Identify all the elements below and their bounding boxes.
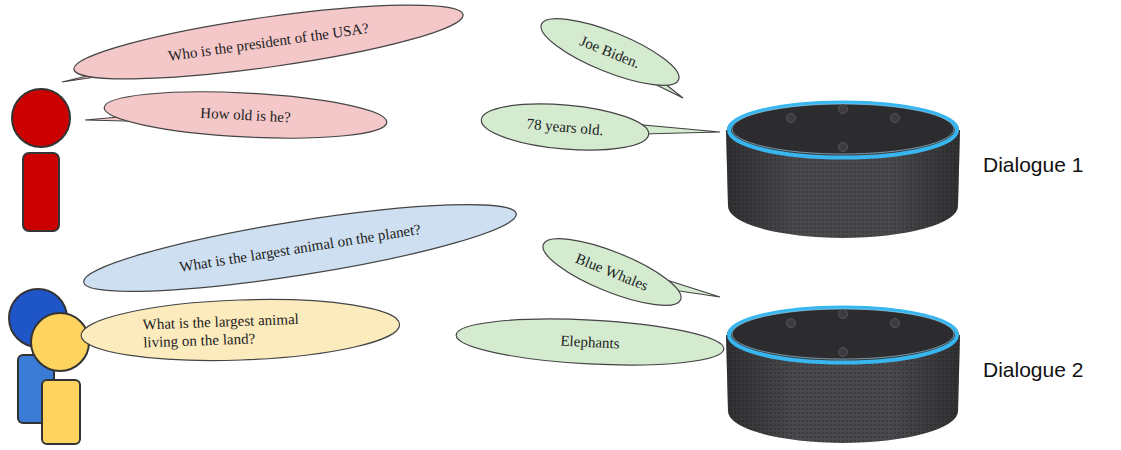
bubble-ellipse xyxy=(455,313,725,371)
blue-yellow-people xyxy=(9,289,89,444)
bubble-ellipse xyxy=(80,294,401,365)
bubble-ellipse xyxy=(536,226,688,319)
bubble-ellipse xyxy=(103,86,388,145)
bubble-ellipse xyxy=(70,0,466,94)
utterance-text: What is the largest animal living on the… xyxy=(142,309,338,352)
bubble-text-group: Elephants xyxy=(560,331,620,352)
red-person xyxy=(12,89,70,231)
bubble-ellipse xyxy=(479,98,650,156)
utterance-text: Elephants xyxy=(560,331,620,352)
speech-bubble: Blue Whales xyxy=(535,224,690,319)
dialogue-label: Dialogue 2 xyxy=(983,358,1083,382)
speech-bubble: 78 years old. xyxy=(478,97,651,158)
bubble-ellipse xyxy=(79,187,520,309)
bubble-text-group: What is the largest animal living on the… xyxy=(142,309,338,352)
speech-bubble: What is the largest animal on the planet… xyxy=(78,186,521,310)
speech-bubble: Elephants xyxy=(454,312,726,372)
smart-speaker xyxy=(726,306,960,443)
bubble-ellipse xyxy=(534,6,686,99)
speech-bubble: What is the largest animal living on the… xyxy=(79,293,402,366)
speech-bubble: Joe Biden. xyxy=(533,4,688,99)
speech-bubble: Who is the president of the USA? xyxy=(69,0,467,95)
smart-speaker xyxy=(726,101,960,238)
dialogue-label: Dialogue 1 xyxy=(983,153,1083,177)
speech-bubble: How old is he? xyxy=(101,85,388,146)
